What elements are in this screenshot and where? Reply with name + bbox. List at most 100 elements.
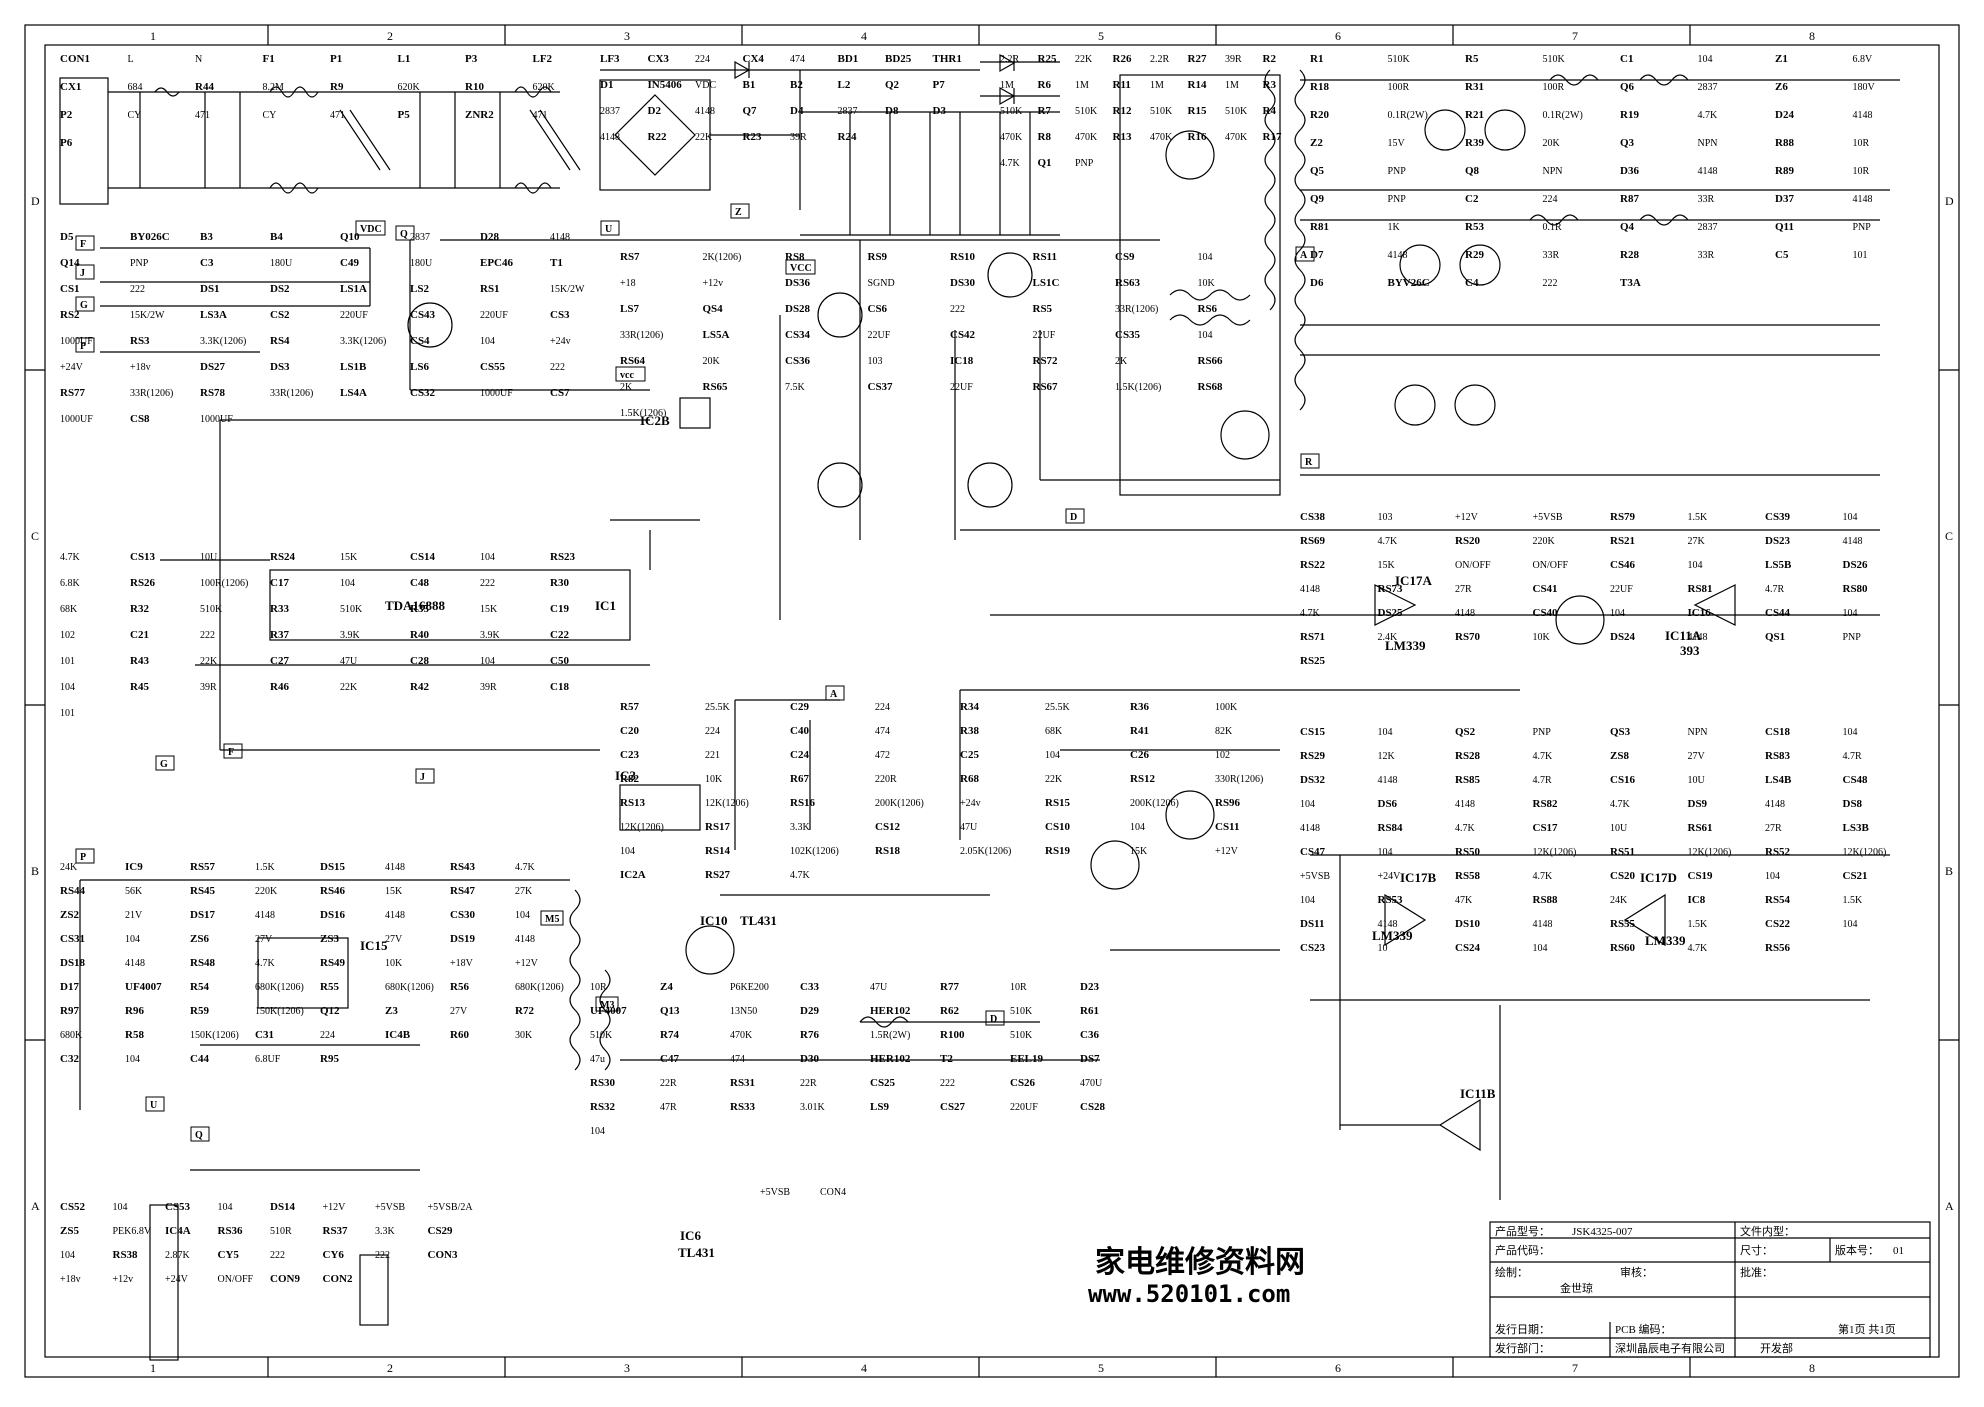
part-label-171: C49 — [340, 257, 359, 269]
part-label-51: 22K — [695, 132, 713, 143]
part-label-486: RS54 — [1765, 894, 1791, 906]
net-label-5: Z — [735, 207, 742, 218]
part-label-586: 510K — [1010, 1006, 1033, 1017]
part-label-53: 39R — [790, 132, 807, 143]
part-label-318: 10U — [200, 552, 218, 563]
net-flag-2 — [75, 296, 95, 312]
part-label-420: +12V — [1215, 846, 1239, 857]
part-label-95: 104 — [1698, 54, 1713, 65]
ic-label-ic11a-part: 393 — [1680, 643, 1700, 658]
zone-row-left-B: B — [31, 864, 39, 878]
ic-label-ic1: IC1 — [595, 598, 616, 613]
net-flag-5 — [730, 203, 750, 219]
part-label-576: 47U — [870, 982, 888, 993]
part-label-645: +18v — [60, 1274, 81, 1285]
part-label-132: C2 — [1465, 193, 1479, 205]
zone-col-top-4: 4 — [861, 29, 867, 43]
net-flag-20 — [985, 1010, 1005, 1026]
net-label-0: F — [80, 239, 86, 250]
part-label-389: R82 — [620, 773, 639, 785]
part-label-642: CY6 — [323, 1249, 345, 1261]
part-label-264: 1.5K(1206) — [1115, 382, 1161, 393]
zone-row-right-D: D — [1945, 194, 1954, 208]
part-label-278: 220K — [1533, 536, 1556, 547]
part-label-164: 2837 — [410, 232, 430, 243]
product-model: JSK4325-007 — [1572, 1226, 1633, 1238]
part-label-60: R27 — [1188, 53, 1207, 65]
part-label-89: PNP — [1075, 158, 1094, 169]
part-label-81: 470K — [1075, 132, 1098, 143]
part-label-578: 10R — [1010, 982, 1027, 993]
part-label-502: RS56 — [1765, 942, 1791, 954]
ic-label-ic6: IC6 — [680, 1228, 701, 1243]
zone-row-right-C: C — [1945, 529, 1953, 543]
part-label-632: RS36 — [218, 1225, 244, 1237]
part-label-45: D4 — [790, 105, 804, 117]
part-label-257: RS66 — [1198, 355, 1224, 367]
part-label-448: 104 — [1300, 799, 1315, 810]
part-label-326: 100R(1206) — [200, 578, 248, 589]
part-label-396: 330R(1206) — [1215, 774, 1263, 785]
version-label: 版本号： — [1835, 1243, 1879, 1257]
part-label-152: C5 — [1775, 249, 1789, 261]
part-label-11: 8.2M — [263, 82, 285, 93]
part-label-271: RS79 — [1610, 511, 1636, 523]
drawn-label: 绘制： — [1495, 1265, 1528, 1279]
part-label-309: RS70 — [1455, 631, 1481, 643]
part-label-70: R3 — [1263, 79, 1277, 91]
part-label-216: CS8 — [130, 413, 150, 425]
part-label-512: 56K — [125, 886, 143, 897]
zone-row-left-C: C — [31, 529, 39, 543]
part-label-141: 0.1R — [1543, 222, 1563, 233]
part-label-418: RS19 — [1045, 845, 1071, 857]
part-label-274: 104 — [1843, 512, 1858, 523]
part-label-616: LS9 — [870, 1101, 889, 1113]
part-label-485: IC8 — [1688, 894, 1706, 906]
part-label-521: DS17 — [190, 909, 216, 921]
part-label-579: D23 — [1080, 981, 1099, 993]
part-label-417: 2.05K(1206) — [960, 846, 1011, 857]
part-label-33: D1 — [600, 79, 613, 91]
part-label-194: RS4 — [270, 335, 290, 347]
part-label-139: 1K — [1388, 222, 1401, 233]
part-label-292: RS73 — [1378, 583, 1404, 595]
part-label-74: R12 — [1113, 105, 1132, 117]
part-label-527: CS31 — [60, 933, 85, 945]
part-label-481: RS53 — [1378, 894, 1404, 906]
part-label-140: R53 — [1465, 221, 1484, 233]
part-label-562: C31 — [255, 1029, 274, 1041]
part-label-484: 24K — [1610, 895, 1628, 906]
part-label-469: 12K(1206) — [1688, 847, 1732, 858]
part-label-438: RS83 — [1765, 750, 1791, 762]
part-label-287: CS46 — [1610, 559, 1636, 571]
part-label-57: 22K — [1075, 54, 1093, 65]
part-label-269: +12V — [1455, 512, 1479, 523]
part-label-446: LS4B — [1765, 774, 1792, 786]
part-label-589: R74 — [660, 1029, 679, 1041]
net-flag-3 — [75, 337, 95, 353]
part-label-445: 10U — [1688, 775, 1706, 786]
part-label-470: RS52 — [1765, 846, 1791, 858]
part-label-561: 150K(1206) — [190, 1030, 239, 1041]
part-label-198: +24v — [550, 336, 571, 347]
part-label-524: 4148 — [385, 910, 405, 921]
part-label-549: R56 — [450, 981, 469, 993]
part-label-607: 22R — [800, 1078, 817, 1089]
part-label-170: 180U — [270, 258, 293, 269]
zone-col-top-5: 5 — [1098, 29, 1104, 43]
part-label-587: R61 — [1080, 1005, 1099, 1017]
part-label-299: 4.7K — [1300, 608, 1321, 619]
part-label-202: DS3 — [270, 361, 290, 373]
part-label-504: IC9 — [125, 861, 143, 873]
ic-label-ic17b: IC17B — [1400, 870, 1436, 885]
part-label-273: CS39 — [1765, 511, 1791, 523]
part-label-496: CS23 — [1300, 942, 1326, 954]
part-label-179: LS1A — [340, 283, 367, 295]
part-label-259: RS65 — [703, 381, 729, 393]
part-label-252: CS36 — [785, 355, 811, 367]
part-label-376: 474 — [875, 726, 890, 737]
net-label-17: U — [150, 1100, 157, 1111]
part-label-107: 0.1R(2W) — [1388, 110, 1428, 121]
part-label-32: THR1 — [933, 53, 962, 65]
part-label-478: 104 — [1765, 871, 1780, 882]
